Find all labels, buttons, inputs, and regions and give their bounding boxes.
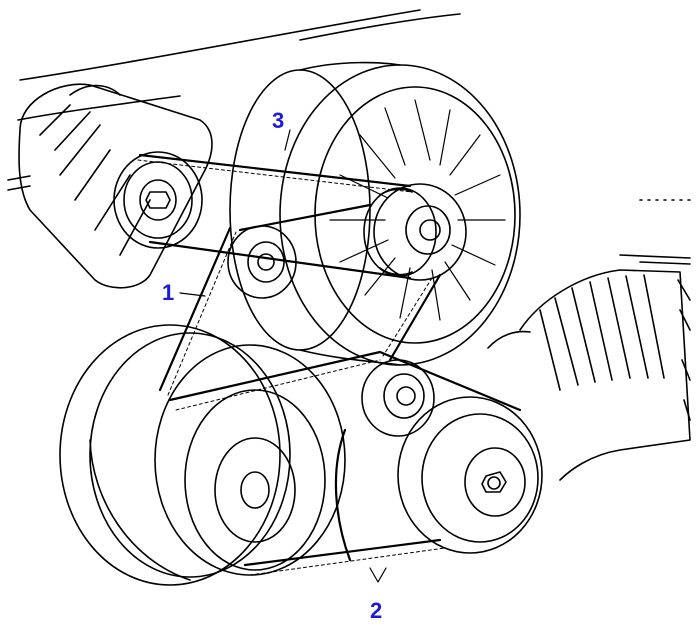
fan-pulley <box>364 184 466 280</box>
callout-leaders <box>180 130 386 582</box>
callout-label-2: 2 <box>370 598 383 623</box>
tensioner-pulley <box>362 360 434 436</box>
callout-label-3: 3 <box>272 108 285 133</box>
crankshaft-pulley <box>60 325 345 585</box>
engine-block-outline <box>18 10 690 200</box>
steering-pump-pulley <box>398 397 542 553</box>
callout-label-1: 1 <box>162 280 175 305</box>
alternator <box>8 84 212 288</box>
pump-body <box>488 255 690 480</box>
drive-belts <box>138 155 520 575</box>
